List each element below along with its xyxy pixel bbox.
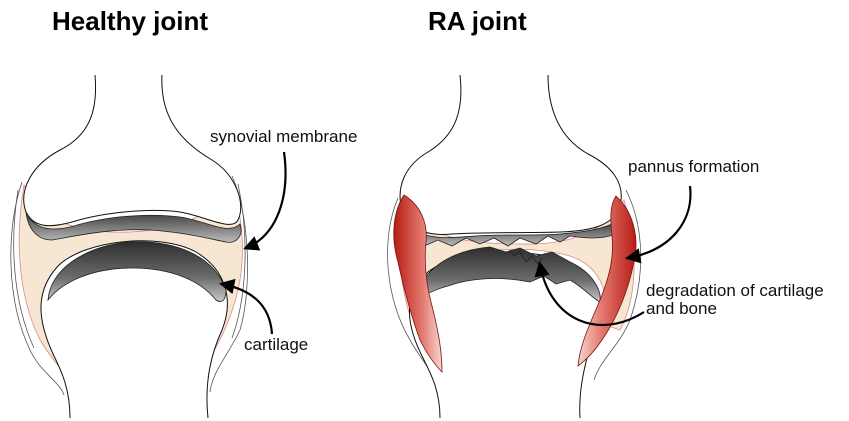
healthy-joint-title: Healthy joint [52, 6, 208, 36]
arrow-synovial-membrane [246, 152, 285, 248]
label-cartilage: cartilage [244, 335, 308, 354]
ra-joint-title: RA joint [428, 6, 527, 36]
ra-upper-bone [400, 75, 621, 234]
label-degradation-line1: degradation of cartilage [646, 281, 824, 300]
label-degradation-line2: and bone [646, 299, 717, 318]
label-synovial-membrane: synovial membrane [210, 127, 357, 146]
healthy-upper-bone [24, 75, 241, 226]
ra-joint-panel: RA joint pannus formation degradation of… [388, 6, 824, 418]
healthy-joint-panel: Healthy joint synovial membrane cartilag… [11, 6, 358, 418]
label-pannus-formation: pannus formation [628, 157, 759, 176]
